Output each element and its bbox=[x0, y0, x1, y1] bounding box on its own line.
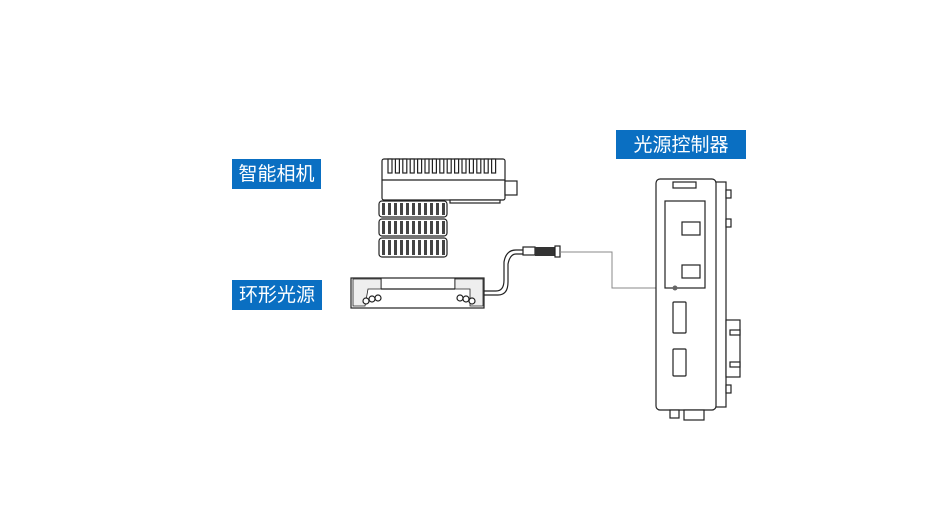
lens-rib bbox=[418, 221, 421, 234]
lens-rib bbox=[388, 203, 391, 215]
heatsink-fin bbox=[461, 158, 467, 174]
lens-rib bbox=[400, 240, 403, 255]
lens-rib bbox=[436, 203, 439, 215]
lens-rib bbox=[442, 203, 445, 215]
connection-wire bbox=[560, 251, 675, 289]
heatsink-fin bbox=[446, 158, 452, 174]
heatsink-fin bbox=[387, 158, 393, 174]
lens-rib bbox=[430, 221, 433, 234]
lens-rib bbox=[418, 203, 421, 215]
heatsink-fin bbox=[476, 158, 482, 174]
lens-rib bbox=[412, 240, 415, 255]
heatsink-fin bbox=[483, 158, 489, 174]
lens-rib bbox=[412, 203, 415, 215]
heatsink-fin bbox=[454, 158, 460, 174]
heatsink-fin bbox=[417, 158, 423, 174]
lens-rib bbox=[418, 240, 421, 255]
heatsink-fin bbox=[491, 158, 497, 174]
lens-rib bbox=[424, 221, 427, 234]
camera-heatsink-fins bbox=[387, 158, 497, 174]
lens-rib bbox=[388, 240, 391, 255]
lens-rib bbox=[412, 221, 415, 234]
heatsink-fin bbox=[394, 158, 400, 174]
lens-rib bbox=[406, 240, 409, 255]
lens-rib bbox=[394, 240, 397, 255]
lens-rib bbox=[388, 221, 391, 234]
lens-rib bbox=[442, 221, 445, 234]
ring-light-label: 环形光源 bbox=[232, 280, 322, 310]
lens-rib bbox=[394, 221, 397, 234]
lens-rib bbox=[400, 221, 403, 234]
lens-rib bbox=[406, 221, 409, 234]
lens-rib bbox=[382, 240, 385, 255]
lens-rib bbox=[406, 203, 409, 215]
lens-rib bbox=[424, 203, 427, 215]
lens-rib bbox=[430, 240, 433, 255]
ring-light-cable bbox=[484, 245, 561, 296]
heatsink-fin bbox=[409, 158, 415, 174]
heatsink-fin bbox=[439, 158, 445, 174]
lens-rib bbox=[436, 221, 439, 234]
lens-rib bbox=[430, 203, 433, 215]
heatsink-fin bbox=[402, 158, 408, 174]
lens-rib bbox=[400, 203, 403, 215]
lens-ribs bbox=[382, 203, 445, 255]
heatsink-fin bbox=[424, 158, 430, 174]
light-controller-label: 光源控制器 bbox=[616, 130, 746, 159]
heatsink-fin bbox=[468, 158, 474, 174]
lens-rib bbox=[442, 240, 445, 255]
light-controller-illustration bbox=[655, 178, 741, 421]
heatsink-fin bbox=[431, 158, 437, 174]
lens-rib bbox=[382, 203, 385, 215]
smart-camera-illustration bbox=[378, 158, 518, 258]
lens-rib bbox=[394, 203, 397, 215]
ring-light-illustration bbox=[350, 277, 485, 309]
lens-rib bbox=[436, 240, 439, 255]
lens-rib bbox=[424, 240, 427, 255]
lens-rib bbox=[382, 221, 385, 234]
smart-camera-label: 智能相机 bbox=[232, 159, 321, 189]
